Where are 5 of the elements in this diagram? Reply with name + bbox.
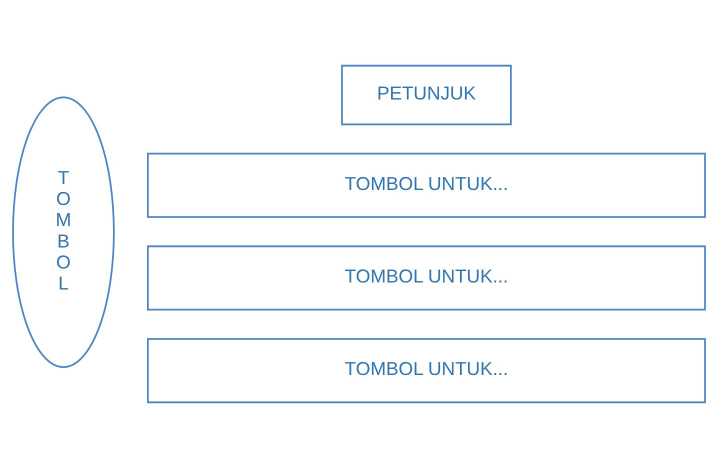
node-ellipse: TOMBOL (12, 96, 115, 368)
node-box: TOMBOL UNTUK... (147, 152, 706, 218)
node-box: TOMBOL UNTUK... (147, 244, 706, 310)
node-box: PETUNJUK (341, 64, 512, 125)
node-box: TOMBOL UNTUK... (147, 338, 706, 403)
